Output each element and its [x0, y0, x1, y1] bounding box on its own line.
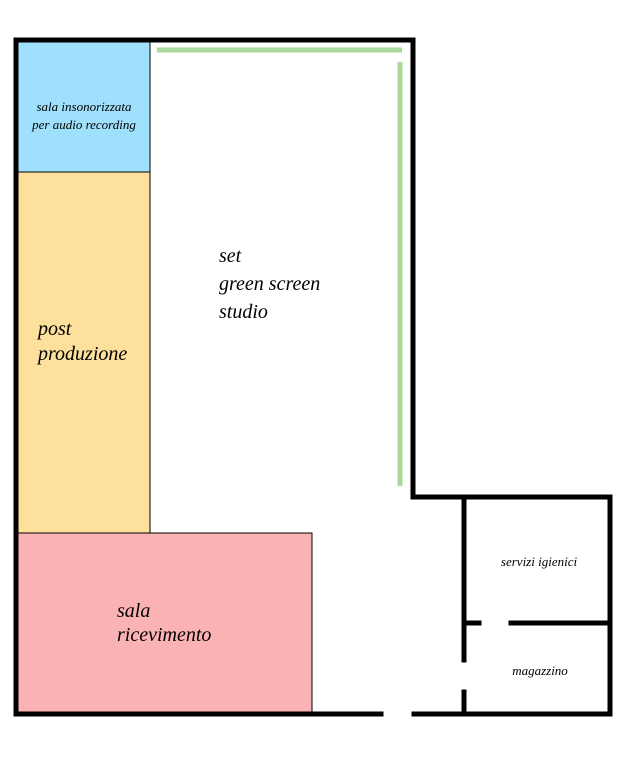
post-production-label-line2: produzione: [36, 343, 127, 365]
restrooms-label: servizi igienici: [501, 554, 578, 569]
post-production-label: post: [36, 318, 72, 340]
reception-label: sala: [117, 600, 150, 622]
studio-label-line3: studio: [219, 301, 268, 323]
walls: [13, 37, 613, 717]
studio-label-line2: green screen: [219, 273, 320, 295]
reception-label-line2: ricevimento: [117, 624, 211, 646]
audio-room-area: [17, 41, 151, 173]
audio-room-label-line2: per audio recording: [31, 117, 136, 132]
storage-label: magazzino: [512, 663, 568, 678]
reception-area: [17, 532, 313, 714]
audio-room-label: sala insonorizzata: [37, 99, 132, 114]
studio-label: set: [219, 245, 242, 267]
post-production-area: [17, 171, 151, 534]
